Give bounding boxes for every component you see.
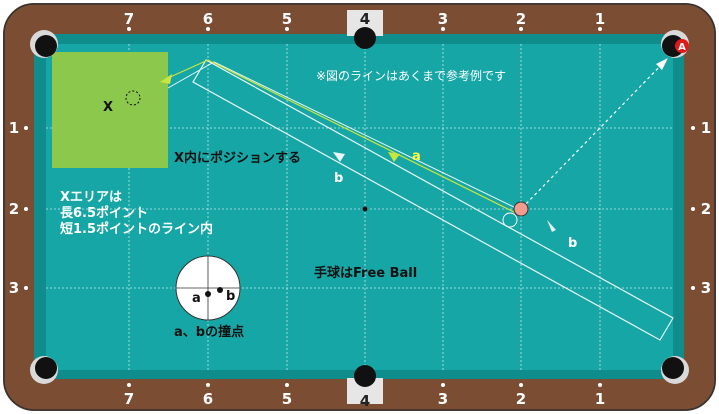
rail-number-bottom-7: 7 xyxy=(124,390,134,408)
center-spot xyxy=(362,206,368,212)
ghost-cue-ball xyxy=(502,212,518,228)
rail-number-bottom-5: 5 xyxy=(282,390,292,408)
contact-point-b-label: b xyxy=(226,289,235,304)
line-b-arrow-lower xyxy=(547,220,556,232)
rail-number-left-3: 3 xyxy=(9,279,19,297)
rail-number-left-1: 1 xyxy=(9,119,19,137)
line-b-return xyxy=(167,61,521,211)
cue-ball-note: 手球はFree Ball xyxy=(314,265,417,281)
zone-description-line1: Xエリアは xyxy=(60,190,122,205)
rail-number-right-3: 3 xyxy=(701,279,711,297)
contact-point-a xyxy=(205,291,211,297)
aim-line xyxy=(521,57,669,209)
contact-point-diagram: a b a、bの撞点 xyxy=(174,255,244,340)
target-ghost-ball xyxy=(125,90,141,106)
line-a-arrow xyxy=(388,152,400,162)
zone-description-line3: 短1.5ポイントのライン内 xyxy=(60,221,213,237)
line-a-head xyxy=(160,74,172,84)
rail-number-bottom-6: 6 xyxy=(203,390,213,408)
table-rail-outline xyxy=(3,3,716,411)
line-a-label: a xyxy=(412,149,421,164)
pocket-a-label: A xyxy=(678,42,686,53)
rail-numbers-right: 1 2 3 xyxy=(691,119,711,297)
rail-number-right-1: 1 xyxy=(701,119,711,137)
position-instruction: X内にポジションする xyxy=(174,150,301,166)
rail-number-bottom-2: 2 xyxy=(516,390,526,408)
x-zone xyxy=(52,52,168,168)
zone-description-line2: 長6.5ポイント xyxy=(60,205,148,221)
rail-number-bottom-3: 3 xyxy=(438,390,448,408)
rail-numbers-top: 7 6 5 4 3 2 1 xyxy=(124,10,605,31)
rail-number-top-4: 4 xyxy=(360,10,370,28)
reference-note: ※図のラインはあくまで参考例です xyxy=(316,68,506,83)
contact-point-caption: a、bの撞点 xyxy=(174,324,244,340)
aim-arrow xyxy=(656,58,668,70)
line-b-arrow-upper xyxy=(333,152,345,162)
rail-number-bottom-1: 1 xyxy=(595,390,605,408)
rail-number-top-6: 6 xyxy=(203,10,213,28)
pocket-top-middle xyxy=(354,27,376,49)
line-a-path xyxy=(167,59,519,215)
rail-number-top-3: 3 xyxy=(438,10,448,28)
pockets xyxy=(30,10,689,404)
rail-numbers-bottom: 7 6 5 4 3 2 1 xyxy=(124,383,605,410)
line-b-path xyxy=(192,59,674,341)
contact-point-b xyxy=(217,287,223,293)
rail-number-top-1: 1 xyxy=(595,10,605,28)
pocket-a-marker xyxy=(675,39,689,53)
rail-number-left-2: 2 xyxy=(9,200,19,218)
pocket-bottom-middle xyxy=(354,365,376,387)
contact-point-a-label: a xyxy=(192,291,201,306)
rail-numbers-left: 1 2 3 xyxy=(9,119,28,297)
rail-number-top-7: 7 xyxy=(124,10,134,28)
rail-number-right-2: 2 xyxy=(701,200,711,218)
rail-number-top-5: 5 xyxy=(282,10,292,28)
line-b-upper-label: b xyxy=(334,171,343,186)
object-ball xyxy=(513,201,529,217)
rail-number-top-2: 2 xyxy=(516,10,526,28)
rail-number-bottom-4: 4 xyxy=(360,392,370,410)
zone-label: X xyxy=(103,100,113,115)
line-b-lower-label: b xyxy=(568,236,577,251)
